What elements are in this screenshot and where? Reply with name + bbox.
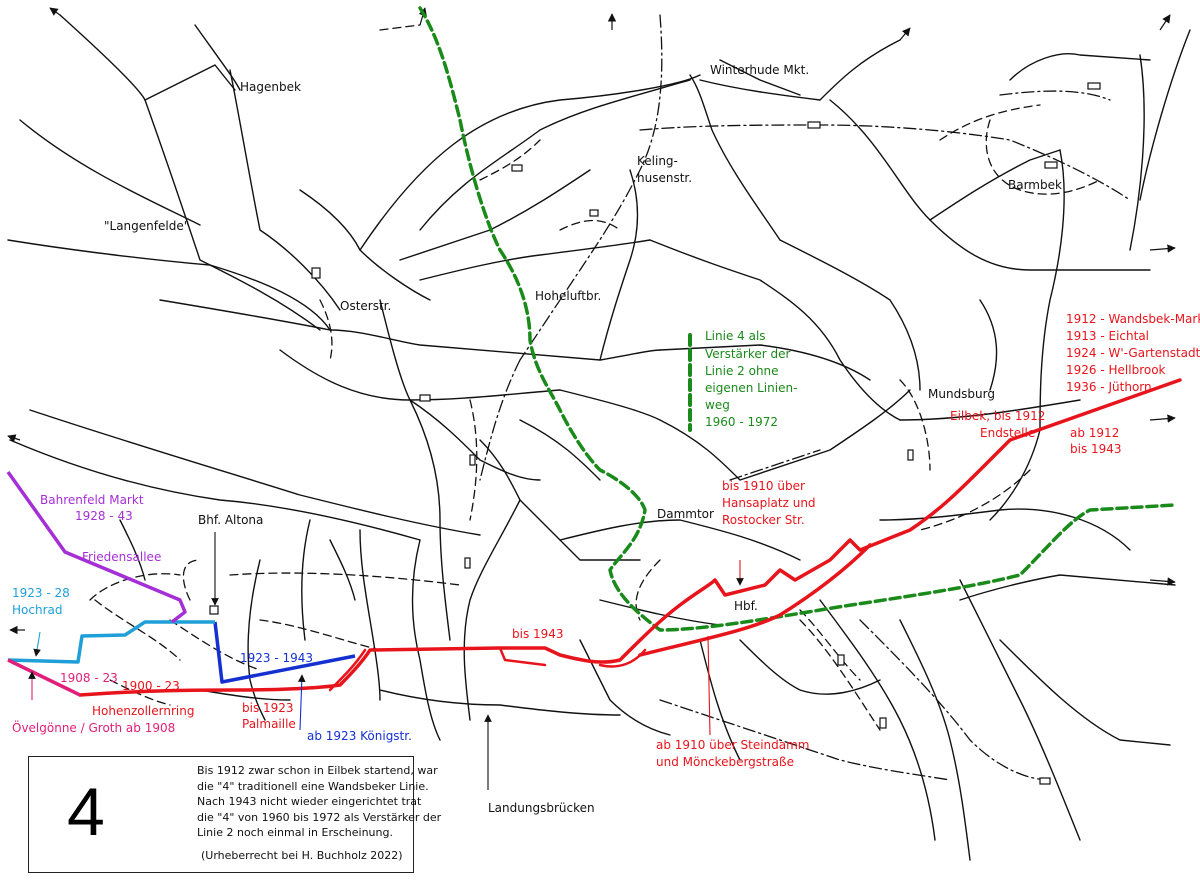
label-steindamm-2: und Mönckebergstraße [656, 755, 794, 769]
label-palmaille-1: bis 1923 [242, 701, 294, 715]
red-extension-3: 1924 - W'-Gartenstadt [1066, 346, 1200, 360]
annotation-arrows [28, 532, 744, 790]
label-hagenbek: Hagenbek [240, 80, 301, 94]
label-hoheluft: Hoheluftbr. [535, 289, 602, 303]
label-bahrenfeld-1: Bahrenfeld Markt [40, 493, 144, 507]
copyright-note: (Urheberrecht bei H. Buchholz 2022) [201, 849, 403, 862]
green-note-line-1: Linie 4 als [705, 329, 766, 343]
label-steindamm-1: ab 1910 über Steindamm [656, 738, 810, 752]
label-kelinghusen-2: husenstr. [637, 171, 693, 185]
label-ab1912-1: ab 1912 [1070, 426, 1120, 440]
network-end-arrows [7, 7, 1176, 635]
label-hansaplatz-3: Rostocker Str. [722, 513, 805, 527]
green-note-line-2: Verstärker der [705, 347, 791, 361]
label-1908-23: 1908 - 23 [60, 671, 118, 685]
label-palmaille-2: Palmaille [242, 717, 296, 731]
station-ticks [209, 82, 1101, 785]
label-kelinghusen-1: Keling- [637, 154, 678, 168]
label-eilbek-1: Eilbek, bis 1912 [950, 409, 1046, 423]
label-hbf: Hbf. [734, 599, 758, 613]
label-osterstr: Osterstr. [340, 299, 392, 313]
label-landungsbruecken: Landungsbrücken [488, 801, 595, 815]
label-hochrad-2: Hochrad [12, 603, 63, 617]
line-4-green-route [418, 6, 1177, 632]
label-langenfelde: "Langenfelde" [104, 219, 190, 233]
green-note-line-5: weg [705, 398, 730, 412]
label-dammtor: Dammtor [657, 507, 714, 521]
line-4-purple-route [6, 470, 187, 624]
red-extension-4: 1926 - Hellbrook [1066, 363, 1166, 377]
red-extension-2: 1913 - Eichtal [1066, 329, 1150, 343]
green-note-line-4: eigenen Linien- [705, 381, 798, 395]
label-barmbek: Barmbek [1008, 178, 1062, 192]
label-winterhude: Winterhude Mkt. [710, 63, 810, 77]
dashdot-routes [479, 14, 1131, 781]
label-friedensallee: Friedensallee [82, 550, 162, 564]
label-hansaplatz-2: Hansaplatz und [722, 496, 816, 510]
label-hochrad-1: 1923 - 28 [12, 586, 70, 600]
background-network [7, 14, 1191, 861]
label-hansaplatz-1: bis 1910 über [722, 479, 805, 493]
line-number: 4 [67, 774, 105, 850]
label-1900-23: 1900 - 23 [122, 679, 180, 693]
label-eilbek-2: Endstelle [980, 426, 1036, 440]
label-mundsburg: Mundsburg [928, 387, 995, 401]
dashed-routes [89, 24, 1101, 731]
line-4-cyan-route [7, 620, 215, 664]
green-note-line-3: Linie 2 ohne [705, 364, 779, 378]
label-bahrenfeld-2: 1928 - 43 [75, 509, 133, 523]
line-4-red-route [78, 378, 1182, 697]
label-koenigstr: ab 1923 Königstr. [307, 729, 412, 743]
label-oevelgoenne: Övelgönne / Groth ab 1908 [12, 721, 176, 735]
line-4-blue-route [213, 621, 356, 684]
label-hohenzollernring: Hohenzollernring [92, 704, 195, 718]
green-note-years: 1960 - 1972 [705, 415, 779, 429]
red-extension-1: 1912 - Wandsbek-Markt [1066, 312, 1200, 326]
red-extension-5: 1936 - Jüthorn [1066, 380, 1152, 394]
label-1923-1943: 1923 - 1943 [240, 651, 314, 665]
label-bis-1943: bis 1943 [512, 627, 564, 641]
label-ab1912-2: bis 1943 [1070, 442, 1122, 456]
info-box: 4 Bis 1912 zwar schon in Eilbek startend… [28, 756, 441, 873]
line-4-magenta-route [7, 658, 81, 697]
label-bhf-altona: Bhf. Altona [198, 513, 264, 527]
info-text: Bis 1912 zwar schon in Eilbek startend, … [197, 764, 442, 839]
